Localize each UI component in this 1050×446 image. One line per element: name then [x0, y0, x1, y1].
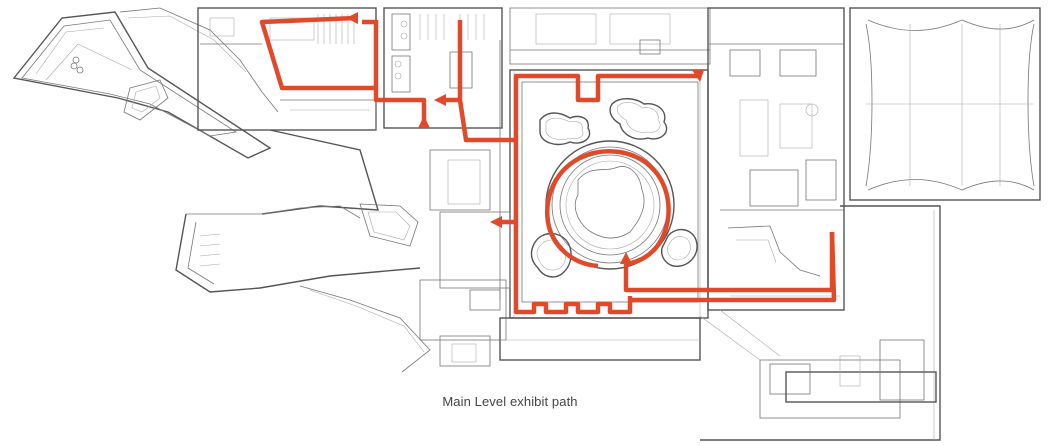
arrow-core-up-icon [418, 116, 430, 128]
path-segment-upper-left [259, 15, 379, 91]
arrow-top-right-icon [692, 70, 704, 82]
restroom-core [383, 7, 503, 129]
path-segment-rotunda-exit [623, 232, 835, 293]
bottom-right-wing [699, 309, 937, 419]
arrow-top-left-icon [346, 12, 358, 24]
lower-band [419, 279, 701, 367]
exhibit-path [259, 12, 837, 315]
top-center-structures [509, 7, 711, 65]
arrow-rotunda-up-icon [620, 252, 632, 264]
map-caption: Main Level exhibit path [0, 394, 1050, 409]
arrow-hall-left-icon [490, 216, 502, 228]
arrow-core-left-icon [434, 94, 446, 106]
caption-text: Main Level exhibit path [442, 394, 578, 409]
path-segment-hall-left [500, 140, 519, 225]
central-hall-outline [509, 69, 709, 319]
tent-pavilion [700, 7, 1041, 441]
path-segment-rotunda-spiral [545, 149, 671, 269]
center-left-galleries [175, 20, 511, 373]
path-segment-right-loop [630, 231, 837, 303]
right-offices [707, 7, 845, 311]
path-segment-hall-left-lower [513, 222, 633, 315]
left-wing-outline [12, 7, 279, 159]
path-segment-to-hall [457, 73, 700, 143]
upper-left-block [197, 7, 377, 131]
exhibit-islands [530, 98, 698, 278]
path-segment-core-down [373, 88, 427, 126]
